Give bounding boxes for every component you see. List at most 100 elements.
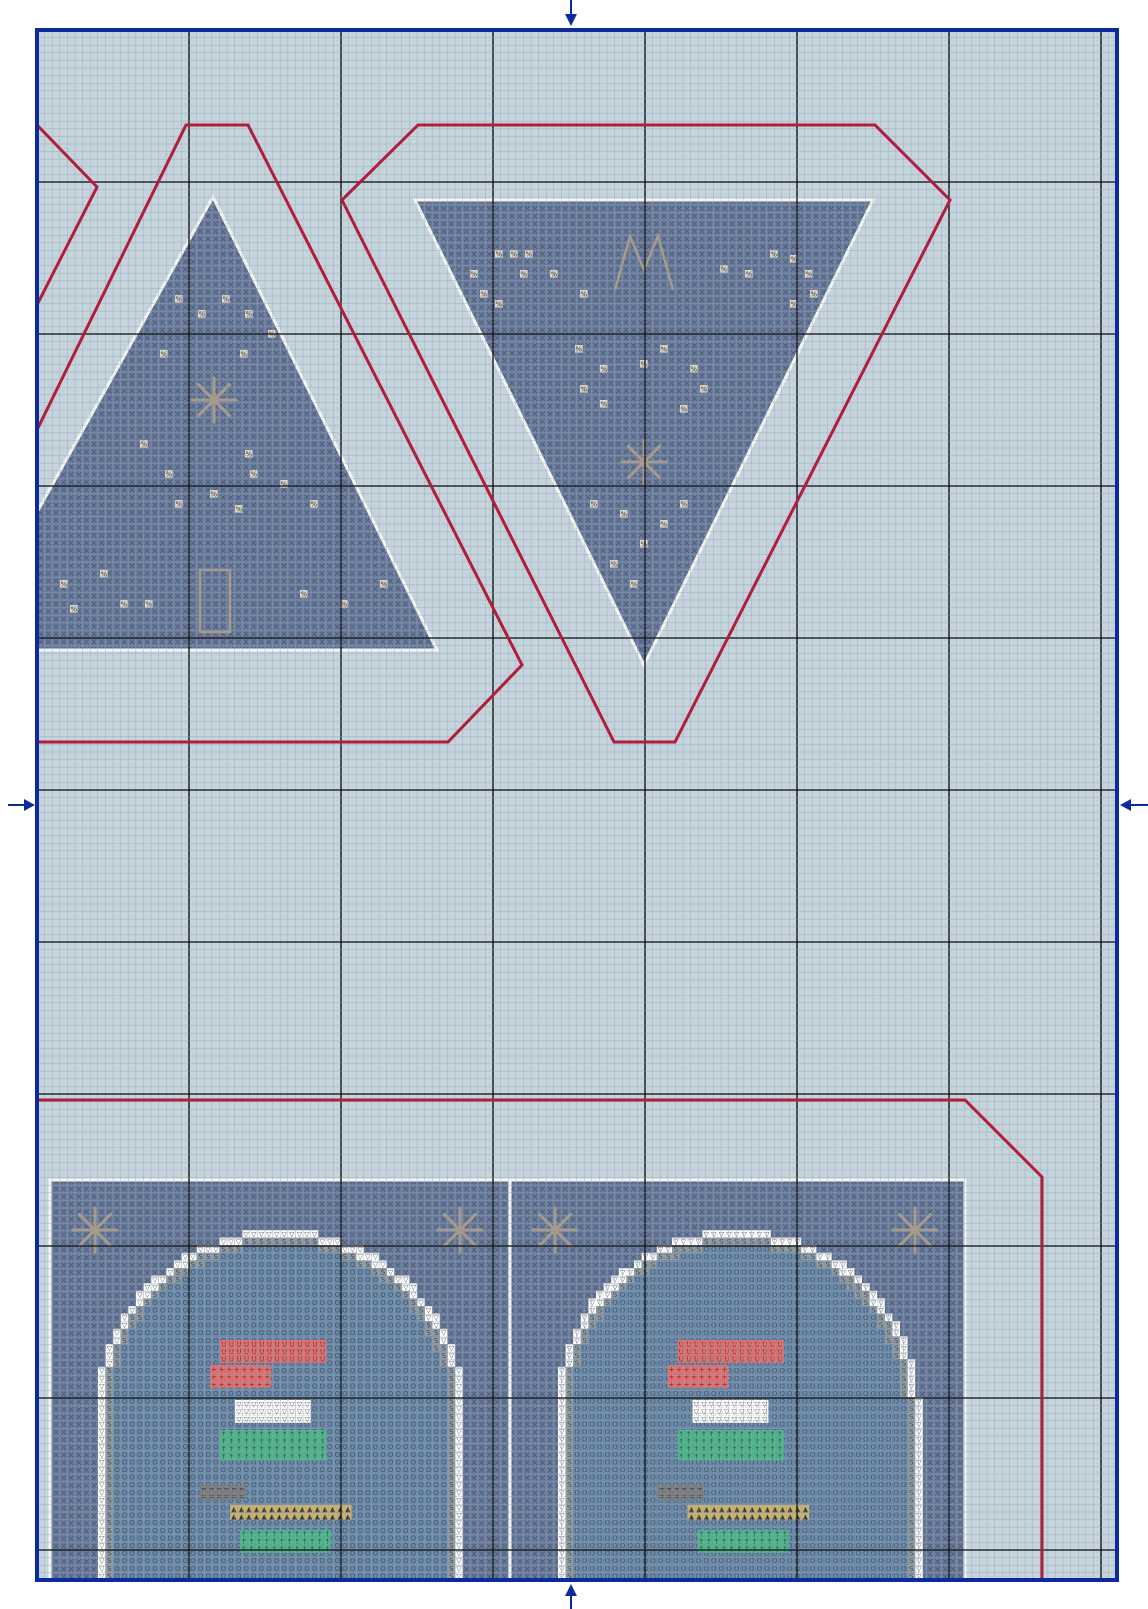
star-icon — [622, 440, 666, 484]
stitch-symbol: O — [190, 1588, 196, 1596]
stitch-cell — [197, 1587, 205, 1595]
stitch-symbol: ↑ — [274, 1453, 280, 1461]
stitch-symbol: O — [221, 1588, 227, 1596]
stitch-symbol: U — [274, 1356, 279, 1364]
stitch-cell — [151, 1587, 159, 1595]
stitch-symbol: O — [152, 1588, 158, 1596]
stitch-symbol: % — [610, 560, 617, 568]
stitch-symbol: % — [245, 310, 252, 318]
arch-panel-right: ▽▽▽▽▽▽▽▽▽▽▽▽▽▽▽▽▽▽▽▽▽▽▽▽▽▽▽▽▽▽▽▽▽▽▽▽▽▽▽▽… — [510, 1180, 965, 1596]
stitch-symbol: % — [480, 290, 487, 298]
stitch-symbol: ↑ — [312, 1453, 318, 1461]
stitch-cell — [915, 1587, 923, 1595]
stitch-cell — [425, 1587, 433, 1595]
stitch-symbol: O — [289, 1588, 295, 1596]
stitch-symbol: O — [236, 1588, 242, 1596]
stitch-symbol: S — [107, 1588, 112, 1596]
stitch-cell — [265, 1587, 273, 1595]
stitch-cell — [318, 1587, 326, 1595]
stitch-symbol: ▽ — [251, 1416, 257, 1424]
stitch-symbol: % — [70, 605, 77, 613]
stitch-cell — [417, 1587, 425, 1595]
stitch-symbol: % — [310, 500, 317, 508]
stitch-cell — [204, 1587, 212, 1595]
stitch-cell — [387, 1587, 395, 1595]
stitch-symbol: O — [129, 1588, 135, 1596]
stitch-symbol: ↑ — [289, 1453, 295, 1461]
stitch-cell — [311, 1587, 319, 1595]
stitch-symbol: U — [229, 1356, 234, 1364]
stitch-cell — [349, 1587, 357, 1595]
stitch-symbol: ▽ — [244, 1416, 250, 1424]
stitch-symbol: O — [395, 1588, 401, 1596]
stitch-symbol: O — [357, 1588, 363, 1596]
stitch-symbol: % — [120, 600, 127, 608]
stitch-symbol: ▽ — [456, 1588, 462, 1596]
stitch-cell — [303, 1587, 311, 1595]
stitch-symbol: O — [441, 1588, 447, 1596]
stitch-symbol: % — [700, 385, 707, 393]
stitch-symbol: O — [342, 1588, 348, 1596]
stitch-symbol: O — [380, 1588, 386, 1596]
stitch-symbol: O — [205, 1588, 211, 1596]
stitch-symbol: O — [297, 1588, 303, 1596]
stitch-cell — [159, 1587, 167, 1595]
stitch-symbol: O — [411, 1588, 417, 1596]
stitch-cell — [258, 1587, 266, 1595]
stitch-symbol: % — [510, 250, 517, 258]
stitch-symbol: O — [388, 1588, 394, 1596]
stitch-symbol: ▽ — [297, 1416, 303, 1424]
stitch-cell — [98, 1587, 106, 1595]
stitch-cell — [144, 1587, 152, 1595]
stitch-symbol: % — [210, 490, 217, 498]
stitch-symbol: % — [240, 350, 247, 358]
stitch-symbol: O — [122, 1588, 128, 1596]
stitch-symbol: % — [525, 250, 532, 258]
stitch-symbol: % — [60, 580, 67, 588]
stitch-symbol: O — [183, 1588, 189, 1596]
stitch-symbol: ▽ — [267, 1416, 273, 1424]
stitch-symbol: O — [228, 1588, 234, 1596]
stitch-symbol: S — [449, 1588, 454, 1596]
stitch-cell — [250, 1587, 258, 1595]
stitch-cell — [326, 1587, 334, 1595]
stitch-symbol: ▽ — [259, 1416, 265, 1424]
stitch-symbol: ↑ — [221, 1453, 227, 1461]
stitch-symbol: ▽ — [274, 1416, 280, 1424]
stitch-symbol: O — [251, 1588, 257, 1596]
stitch-cell — [227, 1587, 235, 1595]
stitch-symbol: % — [680, 500, 687, 508]
stitch-symbol: U — [297, 1356, 302, 1364]
stitch-symbol: O — [433, 1588, 439, 1596]
stitch-symbol: O — [426, 1588, 432, 1596]
stitch-symbol: O — [259, 1588, 265, 1596]
stitch-symbol: % — [630, 580, 637, 588]
stitch-symbol: O — [213, 1588, 219, 1596]
stitch-cell — [432, 1587, 440, 1595]
stitch-symbol: ▽ — [282, 1416, 288, 1424]
stitch-symbol: ▽ — [559, 1588, 565, 1596]
stitch-cell — [280, 1587, 288, 1595]
stitch-symbol: U — [259, 1356, 264, 1364]
stitch-cell — [288, 1587, 296, 1595]
stitch-symbol: ↑ — [259, 1453, 265, 1461]
stitch-symbol: O — [198, 1588, 204, 1596]
stitch-cell — [121, 1587, 129, 1595]
stitch-symbol: % — [165, 470, 172, 478]
stitch-symbol: U — [221, 1356, 226, 1364]
stitch-symbol: % — [145, 600, 152, 608]
stitch-symbol: ↑ — [282, 1453, 288, 1461]
stitch-cell — [189, 1587, 197, 1595]
stitch-symbol: % — [680, 405, 687, 413]
stitch-symbol: O — [175, 1588, 181, 1596]
stitch-cell — [128, 1587, 136, 1595]
stitch-symbol: ↑ — [228, 1453, 234, 1461]
stitch-symbol: ↑ — [297, 1453, 303, 1461]
stitch-cell — [296, 1587, 304, 1595]
stitch-symbol: O — [350, 1588, 356, 1596]
stitch-symbol: U — [320, 1356, 325, 1364]
stitch-symbol: O — [327, 1588, 333, 1596]
stitch-symbol: O — [274, 1588, 280, 1596]
stitch-cell — [136, 1587, 144, 1595]
stitch-symbol: ↑ — [236, 1453, 242, 1461]
